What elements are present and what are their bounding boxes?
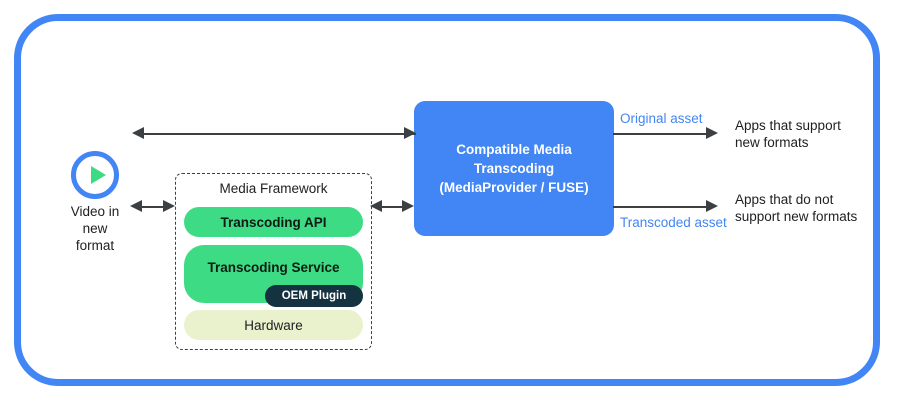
arrow-video-to-transcoding-head-right: [404, 127, 416, 139]
oem-plugin-badge: OEM Plugin: [265, 285, 363, 307]
arrow-video-to-transcoding-line: [144, 133, 416, 135]
arrow-original-asset-head: [706, 127, 718, 139]
arrow-transcoded-asset-head: [706, 200, 718, 212]
arrow-framework-to-central-line: [381, 206, 407, 208]
transcoding-api-block: Transcoding API: [184, 207, 363, 237]
apps-nonsupporting-label: Apps that do not support new formats: [735, 192, 858, 224]
arrow-original-asset-line: [613, 133, 708, 135]
arrow-video-to-framework-head-left: [130, 200, 142, 212]
arrow-framework-to-central-head-right: [402, 200, 414, 212]
compatible-media-transcoding-node: Compatible Media Transcoding (MediaProvi…: [414, 101, 614, 236]
hardware-block: Hardware: [184, 310, 363, 340]
arrow-video-to-framework-line: [141, 206, 168, 208]
play-triangle-icon: [91, 166, 106, 184]
arrow-video-to-transcoding-head-left: [132, 127, 144, 139]
arrow-framework-to-central-head-left: [370, 200, 382, 212]
arrow-transcoded-asset-line: [613, 206, 708, 208]
arrow-video-to-framework-head-right: [163, 200, 175, 212]
media-framework-title: Media Framework: [219, 181, 328, 196]
transcoded-asset-label: Transcoded asset: [620, 215, 727, 230]
apps-supporting-label: Apps that support new formats: [735, 118, 841, 150]
play-circle-icon: [71, 151, 119, 199]
video-source-label: Video in new format: [70, 204, 120, 253]
original-asset-label: Original asset: [620, 111, 703, 126]
